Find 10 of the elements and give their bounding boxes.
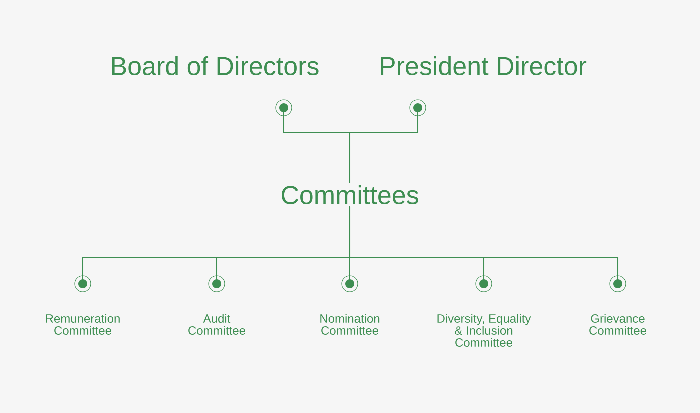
committee-label: Nomination Committee [320,314,380,335]
connector [350,100,426,184]
heading-text: Committees [282,185,418,205]
committee-label: Remuneration Committee [46,314,120,335]
heading-text: Board of Directors [112,56,319,76]
connector [350,206,626,292]
committee-label: Audit Committee [188,314,246,335]
committee-label: Grievance Committee [590,314,646,335]
committee-label: Diversity, Equality & Inclusion Committee [438,314,532,347]
heading-text: President Director [381,56,587,76]
